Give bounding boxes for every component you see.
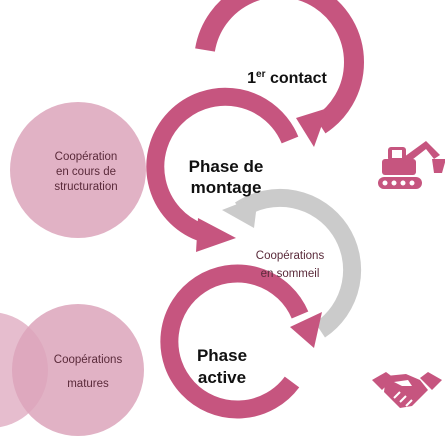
sommeil-line2: en sommeil bbox=[261, 268, 320, 280]
excavator-icon bbox=[378, 141, 445, 189]
active-title-line2: active bbox=[198, 368, 246, 387]
montage-arc bbox=[146, 87, 299, 252]
active-arc bbox=[160, 264, 322, 419]
mature-circle bbox=[12, 304, 144, 436]
active-title-line1: Phase bbox=[197, 346, 247, 365]
sommeil-line1: Coopérations bbox=[256, 250, 325, 262]
structuring-line1: Coopération bbox=[55, 151, 118, 163]
first-contact-arc bbox=[195, 0, 364, 147]
mature-line2: matures bbox=[67, 378, 109, 390]
montage-title-line2: montage bbox=[191, 178, 262, 197]
first-contact-label: 1er contact bbox=[247, 69, 327, 87]
mature-line1: Coopérations bbox=[54, 354, 123, 366]
structuring-circle bbox=[10, 102, 146, 238]
sommeil-arc bbox=[222, 188, 362, 338]
montage-title-line1: Phase de bbox=[189, 157, 264, 176]
handshake-icon bbox=[372, 372, 442, 408]
structuring-line2: en cours de bbox=[56, 166, 116, 178]
structuring-line3: structuration bbox=[54, 181, 117, 193]
